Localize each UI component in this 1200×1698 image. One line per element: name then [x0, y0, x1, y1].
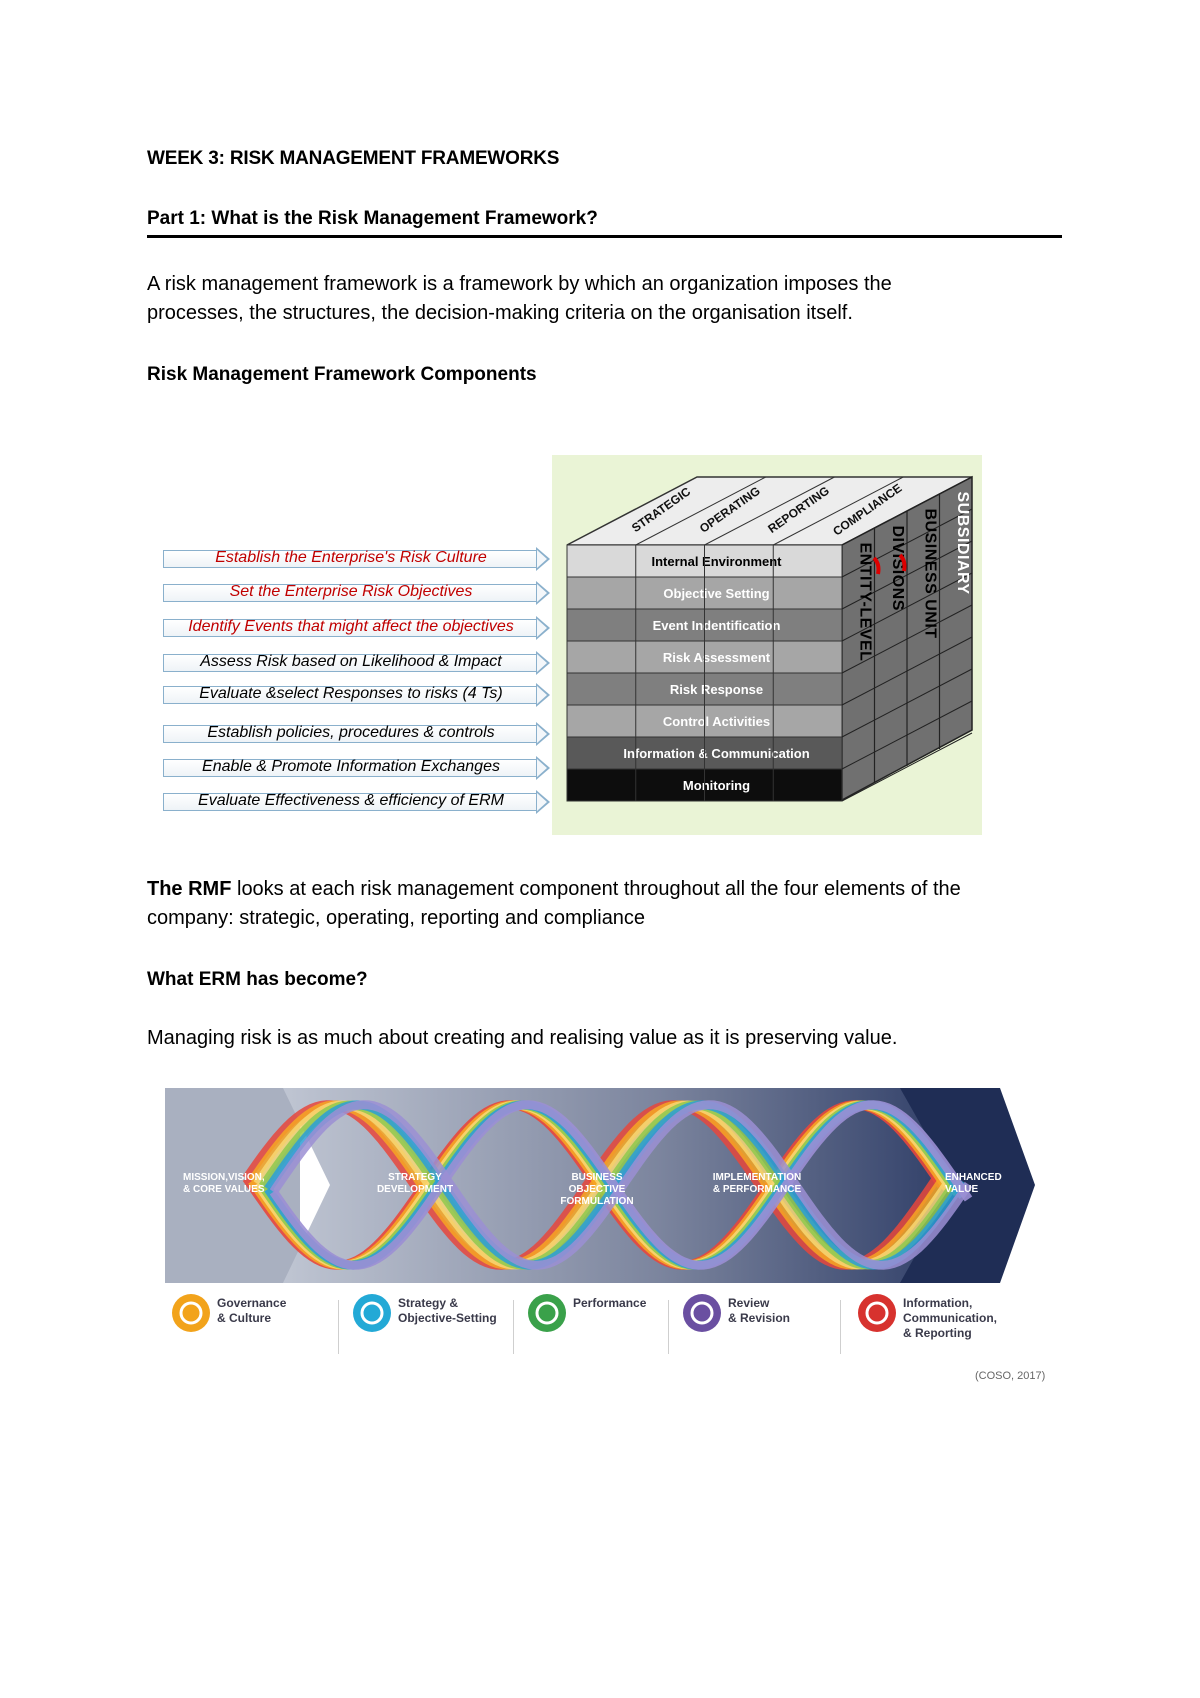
- cube-side-label: DIVISIONS: [889, 526, 906, 611]
- arrow-head-fill: [537, 725, 547, 743]
- dna-stage-label: IMPLEMENTATION: [713, 1172, 802, 1183]
- legend-separator: [840, 1300, 841, 1354]
- cube-side-label: BUSINESS UNIT: [921, 509, 938, 639]
- arrow-label: Establish policies, procedures & control…: [207, 724, 495, 741]
- magnifier-icon: [528, 1294, 566, 1332]
- legend-label: Information, Communication, & Reporting: [903, 1296, 998, 1340]
- legend-item: Governance & Culture: [172, 1294, 332, 1354]
- arrow-label: Evaluate Effectiveness & efficiency of E…: [198, 792, 504, 809]
- legend-label: Strategy & Objective-Setting: [398, 1296, 497, 1325]
- cube-row-label: Objective Setting: [663, 586, 769, 601]
- intro-line-2: processes, the structures, the decision-…: [147, 302, 853, 324]
- dna-stage-label: MISSION,VISION,: [183, 1172, 265, 1183]
- framework-arrow: Establish policies, procedures & control…: [163, 722, 563, 746]
- arrow-shaft: [163, 759, 539, 777]
- arrow-label: Assess Risk based on Likelihood & Impact: [200, 653, 502, 670]
- coso-dna-graphic: MISSION,VISION,& CORE VALUES STRATEGYDEVE…: [165, 1088, 1035, 1283]
- dna-stage-label: ENHANCED: [945, 1172, 1002, 1183]
- cube-side-line: [841, 732, 973, 802]
- arrow-shaft: [163, 619, 539, 637]
- arrow-label: Identify Events that might affect the ob…: [188, 618, 514, 635]
- rmf-line-1: looks at each risk management component …: [231, 878, 961, 900]
- cube-side-label: ENTITY-LEVEL: [856, 543, 873, 662]
- arrow-shaft: [163, 793, 539, 811]
- red-mark-2: [898, 553, 907, 572]
- cube-row-label: Monitoring: [683, 778, 750, 793]
- arrow-head-fill: [537, 654, 547, 672]
- arrow-label: Set the Enterprise Risk Objectives: [229, 583, 473, 600]
- page-title: WEEK 3: RISK MANAGEMENT FRAMEWORKS: [147, 148, 560, 169]
- rmf-bold: The RMF: [147, 878, 232, 900]
- legend-item: Review & Revision: [683, 1294, 843, 1354]
- framework-arrow: Set the Enterprise Risk Objectives: [163, 581, 563, 605]
- red-mark-1: [872, 556, 881, 575]
- rmf-line-2: company: strategic, operating, reporting…: [147, 907, 646, 929]
- dna-ribbon: [269, 1100, 973, 1270]
- erm-text: Managing risk is as much about creating …: [147, 1027, 898, 1049]
- cube-row-label: Event Indentification: [653, 618, 781, 633]
- arrow-head-fill: [537, 686, 547, 704]
- cube-row-label: Risk Response: [670, 682, 763, 697]
- legend-item: Strategy & Objective-Setting: [353, 1294, 513, 1354]
- framework-arrow: Evaluate &select Responses to risks (4 T…: [163, 683, 563, 707]
- gears-icon: [353, 1294, 391, 1332]
- rmf-paragraph: The RMF looks at each risk management co…: [147, 875, 1087, 933]
- arrow-head-fill: [537, 584, 547, 602]
- arrow-head-fill: [537, 550, 547, 568]
- erm-heading: What ERM has become?: [147, 969, 368, 990]
- legend-separator: [513, 1300, 514, 1354]
- arrow-label: Enable & Promote Information Exchanges: [202, 758, 500, 775]
- arrow-head-fill: [537, 793, 547, 811]
- components-heading: Risk Management Framework Components: [147, 364, 537, 385]
- intro-line-1: A risk management framework is a framewo…: [147, 273, 892, 295]
- bar-chart-icon: [858, 1294, 896, 1332]
- legend-item: Information, Communication, & Reporting: [858, 1294, 1018, 1354]
- arrow-head-fill: [537, 759, 547, 777]
- legend-label: Review & Revision: [728, 1296, 791, 1325]
- dna-stage-label: VALUE: [945, 1184, 978, 1195]
- dna-stage-label: STRATEGY: [388, 1172, 442, 1183]
- dna-stage-label: DEVELOPMENT: [377, 1184, 453, 1195]
- arrow-head-fill: [537, 619, 547, 637]
- cube-side-label: SUBSIDIARY: [954, 492, 971, 595]
- heading-rule: [147, 235, 1062, 238]
- dna-stage-label: & PERFORMANCE: [713, 1184, 802, 1195]
- legend-separator: [668, 1300, 669, 1354]
- dna-stage-label: OBJECTIVE: [569, 1184, 626, 1195]
- arrow-label: Establish the Enterprise's Risk Culture: [215, 549, 487, 566]
- legend-item: Performance: [528, 1294, 688, 1354]
- arrow-shaft: [163, 725, 539, 743]
- cube-row-label: Risk Assessment: [663, 650, 771, 665]
- part-heading: Part 1: What is the Risk Management Fram…: [147, 208, 598, 229]
- cube-top-divider: [704, 476, 835, 546]
- dna-stage-label: & CORE VALUES: [183, 1184, 265, 1195]
- arrow-shaft: [163, 584, 539, 602]
- dna-stage-label: FORMULATION: [560, 1196, 633, 1207]
- legend-separator: [338, 1300, 339, 1354]
- framework-arrow: Evaluate Effectiveness & efficiency of E…: [163, 790, 563, 814]
- arrow-shaft: [163, 686, 539, 704]
- cube-row-label: Internal Environment: [651, 554, 782, 569]
- cube-top-divider: [773, 476, 904, 546]
- dna-stage-label: BUSINESS: [571, 1172, 622, 1183]
- document-icon: [683, 1294, 721, 1332]
- cube-row-label: Control Activities: [663, 714, 770, 729]
- arrow-shaft: [163, 654, 539, 672]
- intro-paragraph: A risk management framework is a framewo…: [147, 270, 1087, 328]
- arrow-label: Evaluate &select Responses to risks (4 T…: [199, 685, 503, 702]
- cube-row-label: Information & Communication: [623, 746, 809, 761]
- legend-label: Governance & Culture: [217, 1296, 287, 1325]
- framework-arrow: Establish the Enterprise's Risk Culture: [163, 547, 563, 571]
- arrow-shaft: [163, 550, 539, 568]
- citation: (COSO, 2017): [975, 1370, 1046, 1382]
- people-icon: [172, 1294, 210, 1332]
- framework-arrow: Enable & Promote Information Exchanges: [163, 756, 563, 780]
- framework-arrow: Assess Risk based on Likelihood & Impact: [163, 651, 563, 675]
- cube-top-divider: [635, 476, 766, 546]
- legend-label: Performance: [573, 1296, 647, 1310]
- framework-arrow: Identify Events that might affect the ob…: [163, 616, 563, 640]
